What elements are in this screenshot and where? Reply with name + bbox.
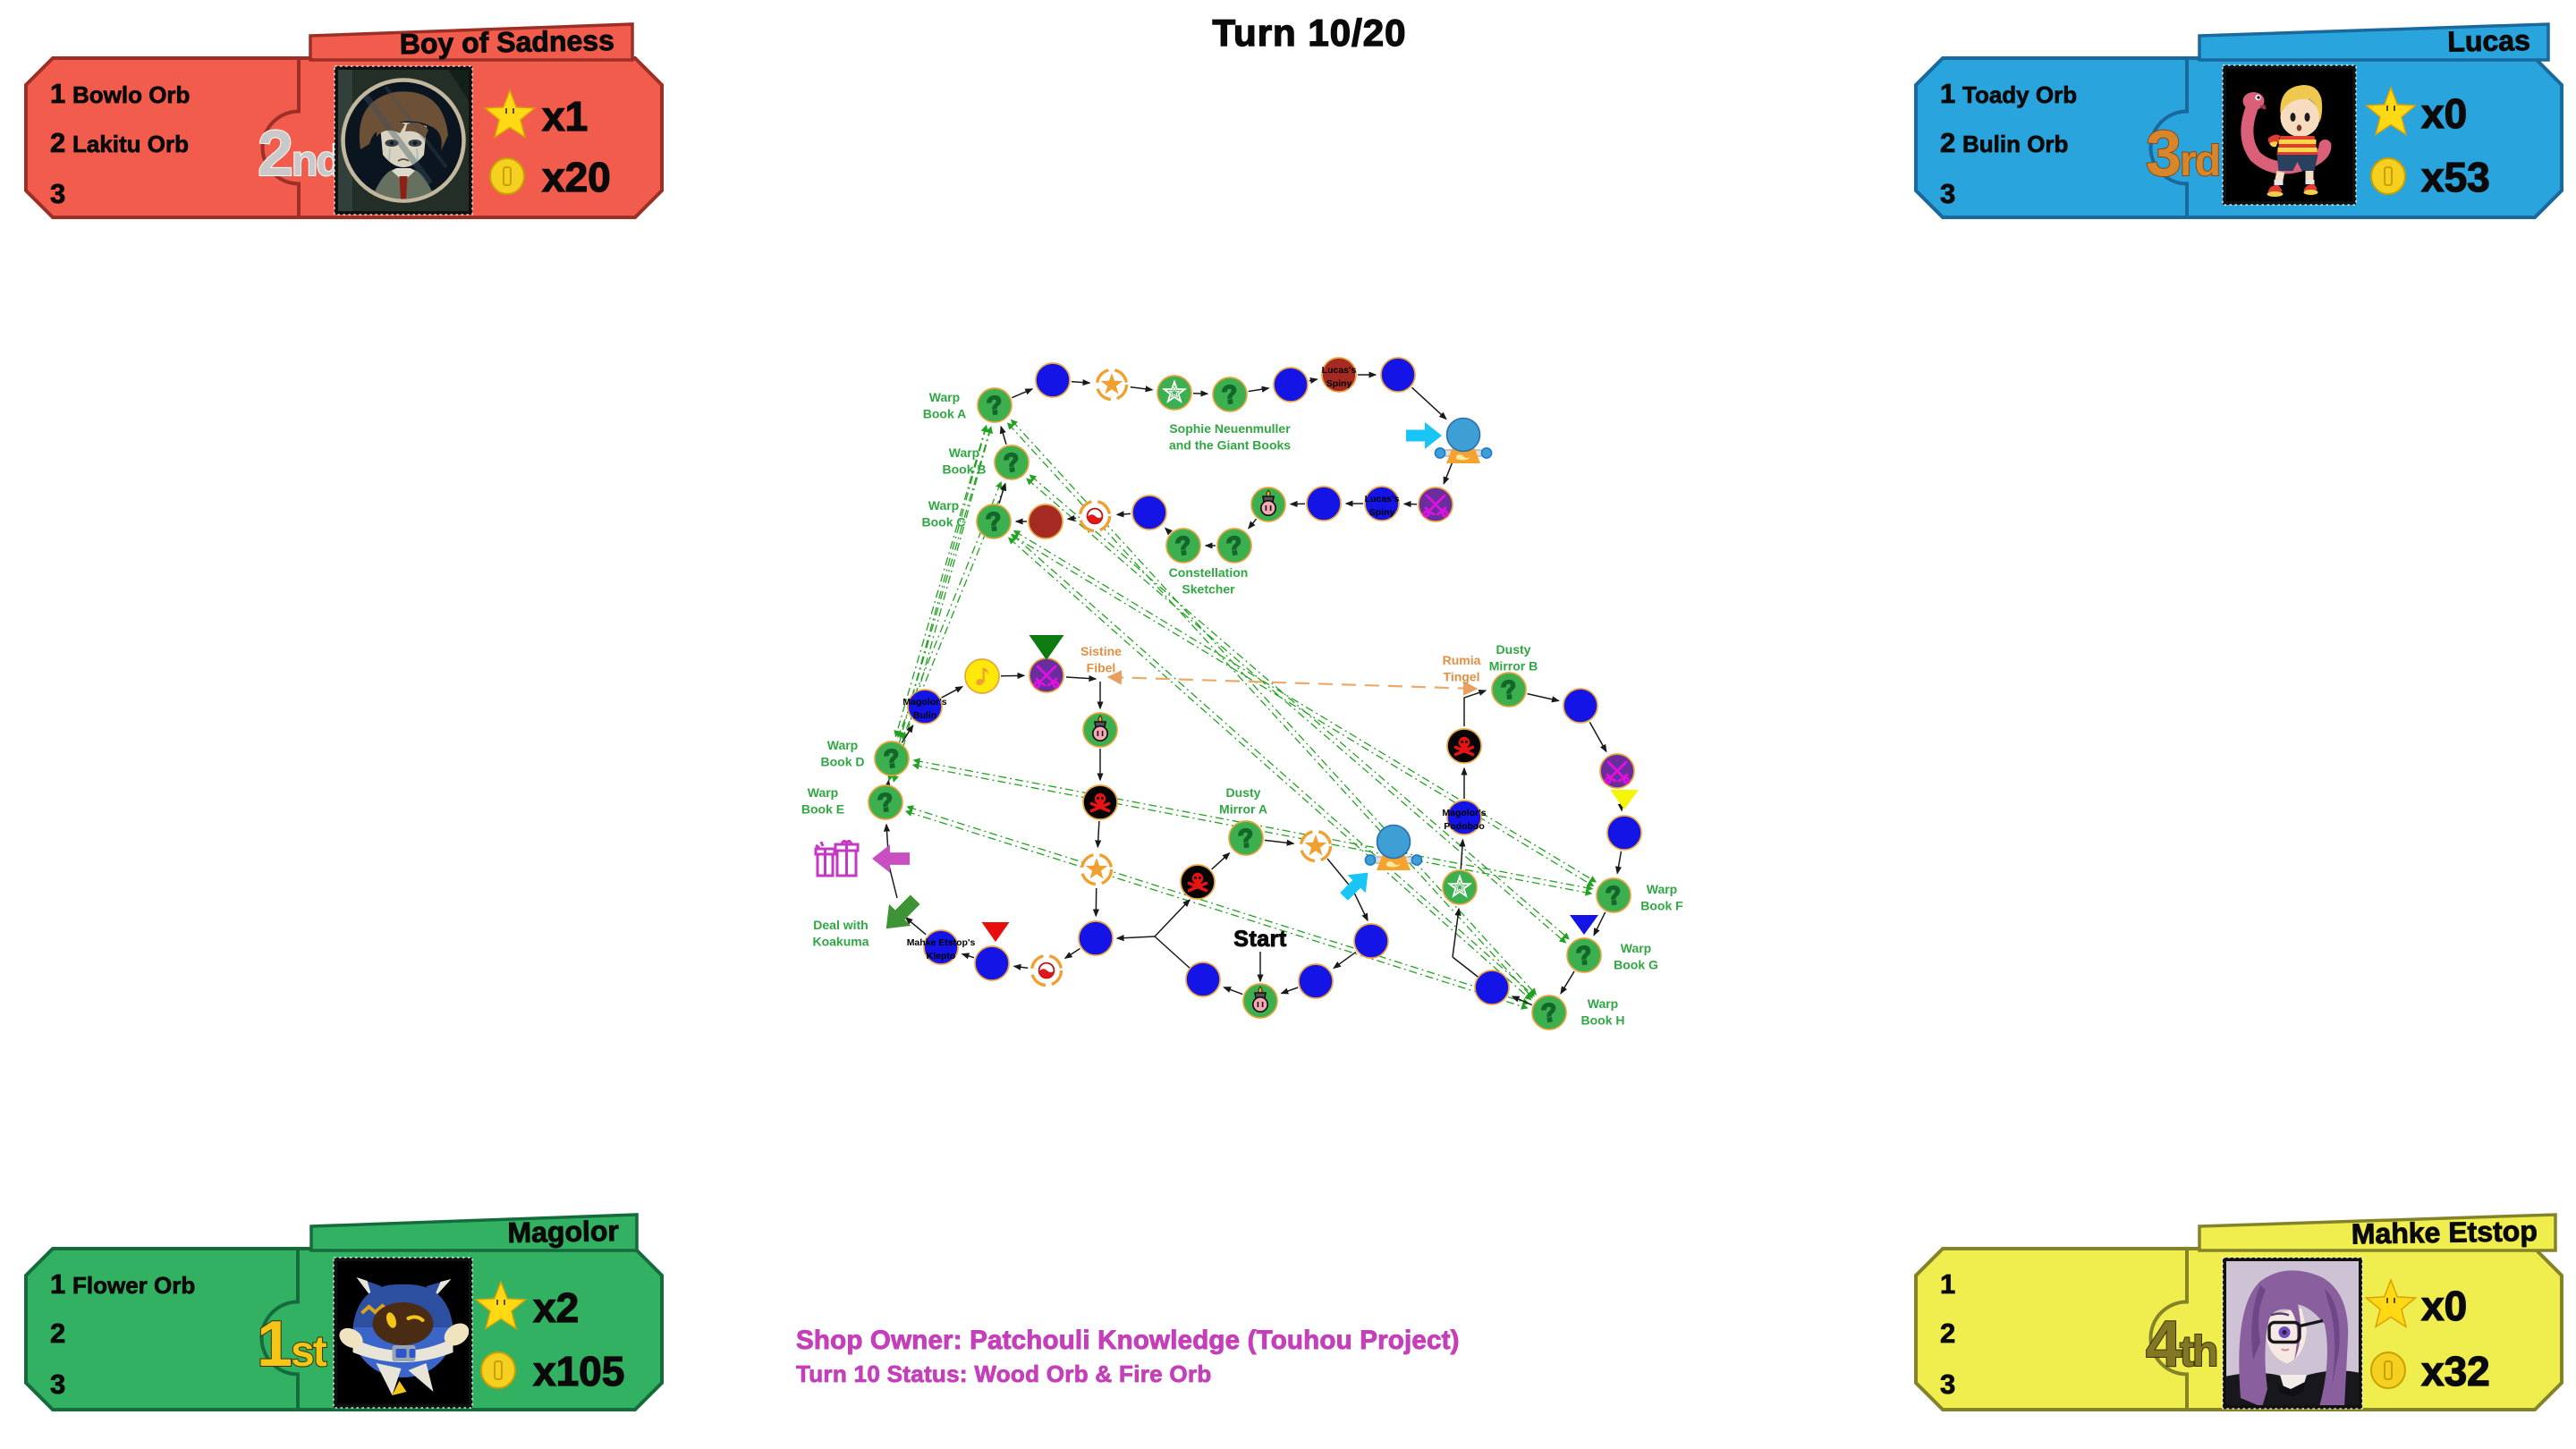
svg-text:Mahke Etstop's: Mahke Etstop's bbox=[907, 937, 976, 948]
svg-text:Spiny: Spiny bbox=[1369, 507, 1395, 518]
svg-text:3: 3 bbox=[50, 178, 65, 209]
svg-text:Book H: Book H bbox=[1581, 1013, 1625, 1028]
svg-text:3: 3 bbox=[1940, 178, 1955, 209]
svg-text:Warp: Warp bbox=[1621, 941, 1651, 955]
svg-text:Rumia: Rumia bbox=[1443, 653, 1481, 667]
svg-text:Sketcher: Sketcher bbox=[1182, 582, 1235, 597]
svg-text:?: ? bbox=[1604, 881, 1623, 911]
svg-text:x53: x53 bbox=[2421, 154, 2490, 200]
svg-text:Magolor's: Magolor's bbox=[1442, 808, 1486, 818]
svg-text:x1: x1 bbox=[542, 93, 588, 140]
svg-text:1: 1 bbox=[50, 78, 65, 109]
svg-text:Koakuma: Koakuma bbox=[812, 935, 869, 949]
svg-text:Dusty: Dusty bbox=[1496, 642, 1531, 657]
svg-text:1: 1 bbox=[1940, 1268, 1955, 1300]
svg-text:Sistine: Sistine bbox=[1080, 644, 1122, 658]
svg-text:2: 2 bbox=[1940, 1318, 1955, 1349]
svg-text:Warp: Warp bbox=[949, 445, 979, 460]
svg-text:1: 1 bbox=[50, 1268, 65, 1300]
svg-text:Bowlo Orb: Bowlo Orb bbox=[72, 81, 190, 108]
svg-text:Warp: Warp bbox=[928, 498, 959, 513]
svg-text:x105: x105 bbox=[533, 1348, 624, 1394]
svg-text:?: ? bbox=[1224, 531, 1244, 562]
svg-text:Mahke Etstop: Mahke Etstop bbox=[2351, 1215, 2538, 1250]
svg-text:Warp: Warp bbox=[808, 785, 838, 800]
svg-text:Lucas: Lucas bbox=[2447, 24, 2530, 58]
svg-text:2: 2 bbox=[50, 127, 65, 158]
svg-text:Book B: Book B bbox=[943, 462, 987, 477]
svg-text:3: 3 bbox=[50, 1368, 65, 1400]
svg-text:?: ? bbox=[985, 391, 1004, 421]
svg-text:Toady Orb: Toady Orb bbox=[1962, 81, 2077, 108]
svg-text:Lucas's: Lucas's bbox=[1365, 494, 1400, 504]
svg-text:Bulin Orb: Bulin Orb bbox=[1962, 131, 2068, 157]
svg-text:1: 1 bbox=[1940, 78, 1955, 109]
svg-text:Mirror B: Mirror B bbox=[1489, 659, 1538, 674]
svg-text:x20: x20 bbox=[542, 154, 611, 200]
svg-text:?: ? bbox=[1539, 998, 1559, 1029]
svg-text:?: ? bbox=[1220, 380, 1240, 411]
svg-text:Podoboo: Podoboo bbox=[1444, 821, 1485, 832]
svg-text:2: 2 bbox=[1940, 127, 1955, 158]
svg-text:Lucas's: Lucas's bbox=[1322, 365, 1357, 376]
svg-text:Warp: Warp bbox=[1588, 996, 1618, 1011]
svg-text:Lakitu Orb: Lakitu Orb bbox=[72, 131, 189, 157]
svg-text:Shop Owner: Patchouli Knowledg: Shop Owner: Patchouli Knowledge (Touhou … bbox=[796, 1326, 1460, 1355]
svg-text:and the Giant Books: and the Giant Books bbox=[1169, 438, 1291, 453]
svg-text:Book A: Book A bbox=[923, 407, 966, 421]
svg-text:?: ? bbox=[984, 507, 1004, 538]
svg-text:?: ? bbox=[1236, 824, 1256, 854]
svg-text:Klepto: Klepto bbox=[927, 951, 956, 962]
svg-text:?: ? bbox=[1002, 448, 1021, 479]
svg-text:Bulin: Bulin bbox=[913, 710, 936, 721]
svg-text:Magolor's: Magolor's bbox=[902, 697, 946, 708]
svg-text:Book C: Book C bbox=[922, 515, 966, 530]
svg-text:1st: 1st bbox=[257, 1309, 327, 1380]
svg-text:Boy of Sadness: Boy of Sadness bbox=[399, 24, 614, 60]
svg-text:3: 3 bbox=[1940, 1368, 1955, 1400]
svg-text:Constellation: Constellation bbox=[1169, 565, 1249, 580]
svg-text:2: 2 bbox=[50, 1318, 65, 1349]
svg-text:x0: x0 bbox=[2421, 90, 2467, 137]
svg-text:?: ? bbox=[1574, 941, 1594, 971]
svg-text:Warp: Warp bbox=[827, 738, 858, 752]
svg-text:Magolor: Magolor bbox=[507, 1215, 619, 1249]
svg-text:?: ? bbox=[1499, 675, 1519, 706]
svg-text:Book D: Book D bbox=[821, 755, 865, 769]
svg-text:x2: x2 bbox=[533, 1284, 579, 1331]
svg-text:Book G: Book G bbox=[1614, 958, 1658, 972]
svg-text:Spiny: Spiny bbox=[1326, 378, 1352, 389]
svg-text:Fibel: Fibel bbox=[1087, 661, 1116, 675]
svg-text:?: ? bbox=[1174, 531, 1193, 562]
svg-text:Tingel: Tingel bbox=[1444, 670, 1480, 684]
svg-text:Dusty: Dusty bbox=[1226, 785, 1261, 800]
svg-text:Book E: Book E bbox=[801, 802, 844, 817]
svg-text:?: ? bbox=[876, 788, 895, 818]
svg-text:x32: x32 bbox=[2421, 1348, 2490, 1394]
svg-text:Book F: Book F bbox=[1640, 899, 1683, 913]
svg-text:Start: Start bbox=[1233, 927, 1287, 952]
svg-text:?: ? bbox=[882, 744, 902, 775]
svg-text:4th: 4th bbox=[2146, 1309, 2216, 1380]
svg-text:x0: x0 bbox=[2421, 1283, 2467, 1329]
svg-text:Warp: Warp bbox=[929, 390, 960, 404]
svg-text:Mirror A: Mirror A bbox=[1219, 802, 1267, 817]
svg-text:Sophie Neuenmuller: Sophie Neuenmuller bbox=[1169, 421, 1291, 436]
svg-text:Flower Orb: Flower Orb bbox=[72, 1272, 195, 1299]
svg-text:Turn 10/20: Turn 10/20 bbox=[1213, 12, 1407, 54]
svg-text:Deal with: Deal with bbox=[813, 918, 868, 932]
svg-text:Warp: Warp bbox=[1647, 882, 1677, 896]
svg-text:Turn 10 Status: Wood Orb & Fir: Turn 10 Status: Wood Orb & Fire Orb bbox=[796, 1360, 1212, 1387]
